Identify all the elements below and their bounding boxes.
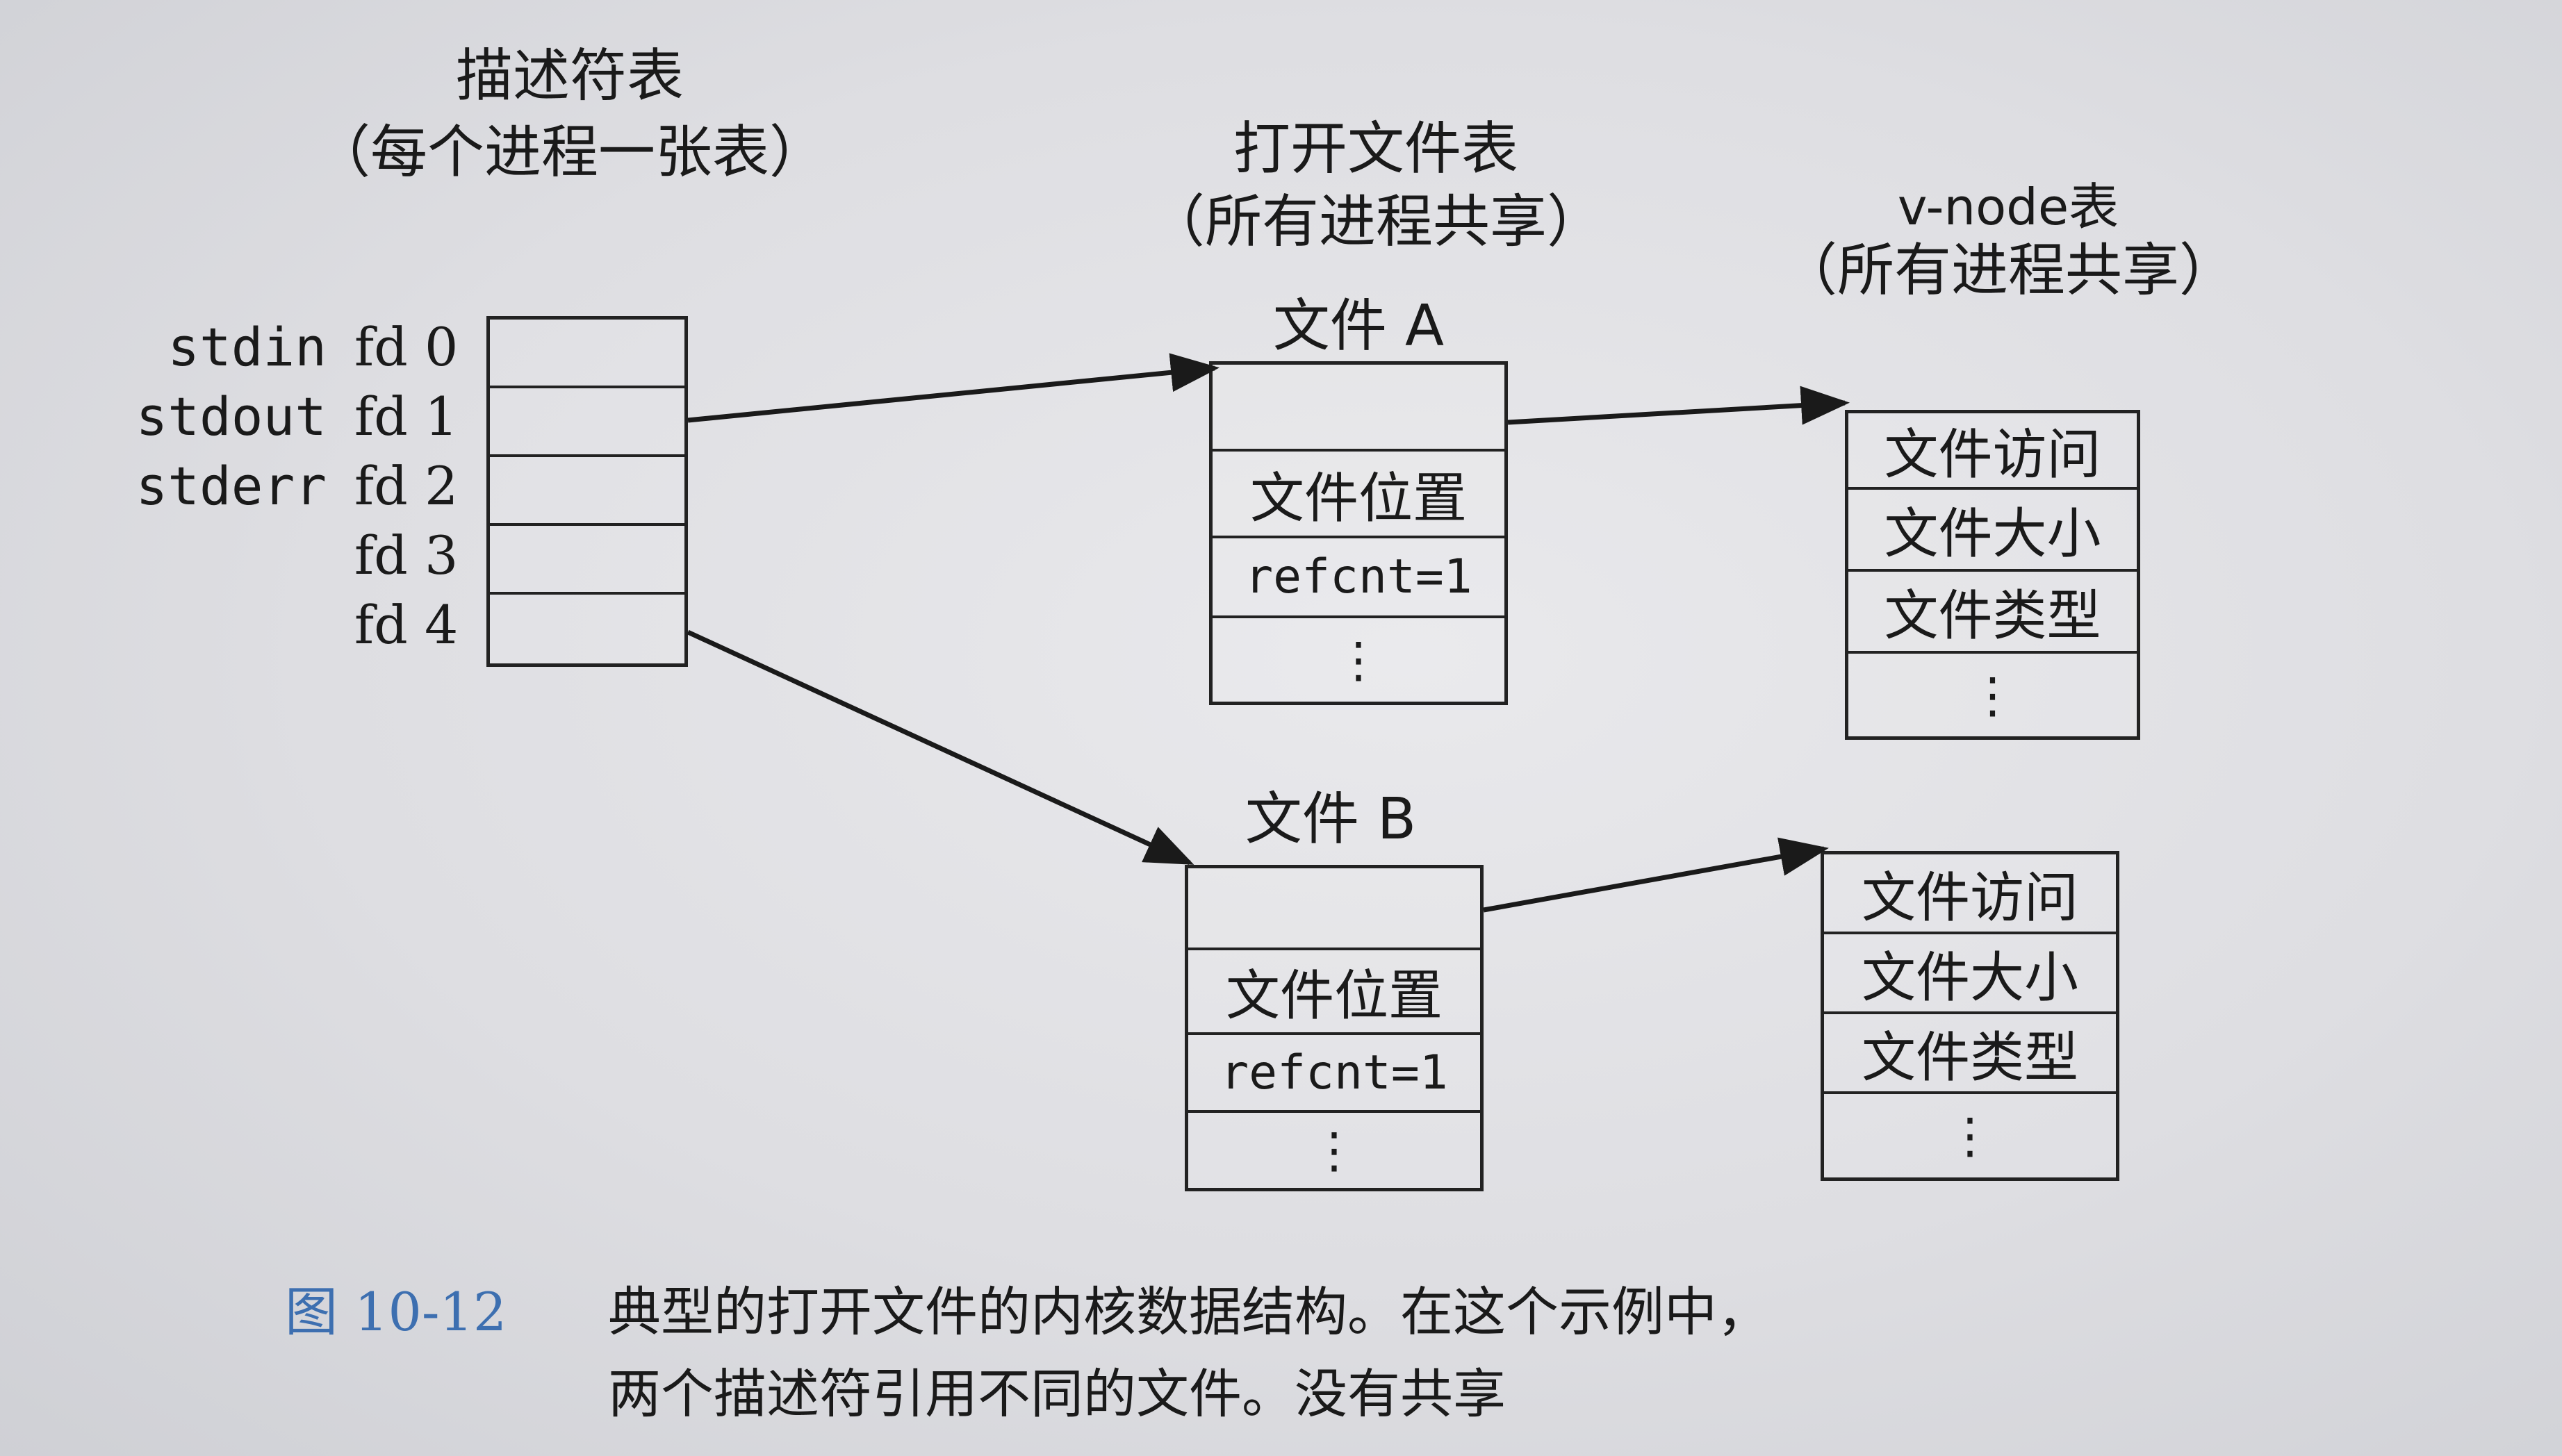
descriptor-slot-0 (490, 320, 684, 388)
arrow-fd4-to-file-b (687, 629, 1194, 866)
fd-label-3: fd 3 (83, 521, 458, 590)
file-b-position: 文件位置 (1188, 950, 1480, 1035)
open-file-table-title: 打开文件表 (1233, 116, 1518, 182)
fd-label-2: stderr fd 2 (83, 452, 458, 521)
descriptor-slot-3 (490, 526, 684, 595)
vnode-a-type: 文件类型 (1848, 572, 2137, 654)
file-b-more: ⋮ (1310, 1122, 1358, 1179)
open-file-entry-b: 文件位置 refcnt=1 ⋮ (1185, 865, 1484, 1191)
fd-label-4: fd 4 (83, 590, 458, 660)
figure-caption: 图 10-12 典型的打开文件的内核数据结构。在这个示例中， 两个描述符引用不同的… (285, 1271, 1770, 1435)
file-a-label: 文件 A (1272, 293, 1445, 359)
stream-name: stdin (167, 316, 327, 378)
figure-number: 图 10-12 (285, 1281, 507, 1343)
vnode-a-size: 文件大小 (1848, 490, 2137, 572)
vnode-a-access: 文件访问 (1848, 413, 2137, 490)
descriptor-table (486, 316, 688, 667)
fd-number: fd 1 (354, 386, 459, 447)
stream-name: stderr (136, 455, 327, 517)
arrow-fd1-to-file-a (687, 353, 1220, 423)
stream-name: stdout (136, 386, 327, 447)
descriptor-table-title: 描述符表 (455, 43, 684, 109)
vnode-entry-a: 文件访问 文件大小 文件类型 ⋮ (1845, 410, 2140, 740)
arrow-file-b-to-vnode-b (1483, 837, 1829, 913)
open-file-entry-a: 文件位置 refcnt=1 ⋮ (1209, 361, 1508, 705)
fd-number: fd 0 (354, 316, 459, 378)
open-file-table-subtitle: （所有进程共享） (1147, 189, 1604, 255)
fd-label-1: stdout fd 1 (83, 382, 458, 452)
vnode-a-more: ⋮ (1968, 666, 2017, 724)
file-a-refcnt: refcnt=1 (1213, 538, 1504, 618)
vnode-b-access: 文件访问 (1824, 854, 2116, 934)
caption-line-2: 两个描述符引用不同的文件。没有共享 (608, 1363, 1506, 1425)
caption-text-1: 典型的打开文件的内核数据结构。在这个示例中， (608, 1281, 1770, 1343)
vnode-b-more: ⋮ (1946, 1107, 1994, 1164)
file-a-more: ⋮ (1334, 631, 1383, 688)
descriptor-table-subtitle: （每个进程一张表） (313, 119, 826, 185)
file-b-header-cell (1188, 868, 1480, 950)
fd-label-0: stdin fd 0 (83, 313, 458, 382)
fd-number: fd 4 (354, 594, 459, 656)
vnode-table-title: v-node表 (1897, 178, 2119, 236)
file-a-position: 文件位置 (1213, 452, 1504, 538)
file-b-refcnt: refcnt=1 (1188, 1035, 1480, 1113)
arrow-file-a-to-vnode-a (1507, 386, 1850, 425)
vnode-entry-b: 文件访问 文件大小 文件类型 ⋮ (1821, 851, 2119, 1181)
fd-number: fd 3 (354, 524, 459, 586)
vnode-b-type: 文件类型 (1824, 1014, 2116, 1094)
descriptor-slot-1 (490, 388, 684, 457)
fd-number: fd 2 (354, 455, 459, 517)
descriptor-slot-2 (490, 457, 684, 526)
caption-line-1: 图 10-12 典型的打开文件的内核数据结构。在这个示例中， (285, 1271, 1770, 1353)
file-b-label: 文件 B (1245, 786, 1417, 852)
vnode-table-subtitle: （所有进程共享） (1780, 238, 2236, 304)
vnode-b-size: 文件大小 (1824, 934, 2116, 1014)
file-a-header-cell (1213, 365, 1504, 452)
